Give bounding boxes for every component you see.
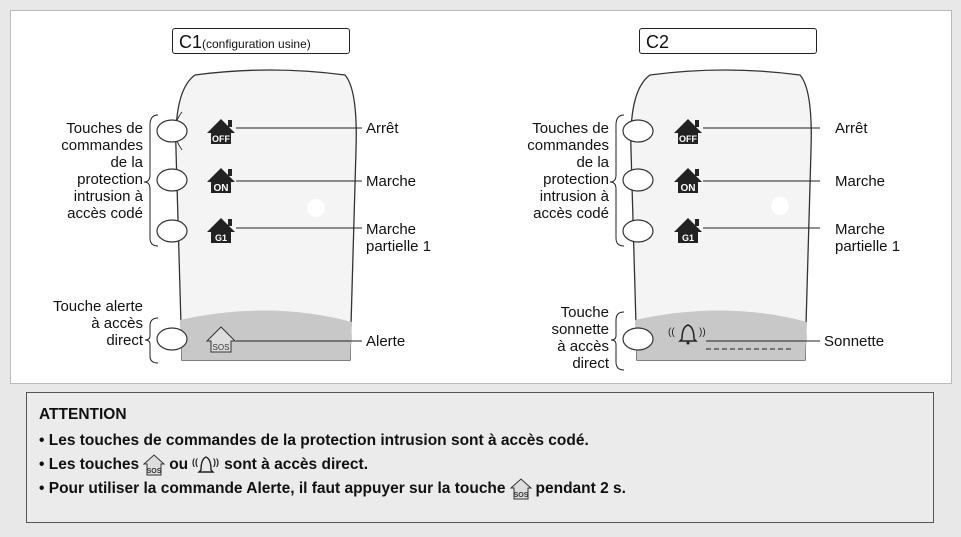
svg-text:G1: G1 xyxy=(682,233,694,243)
bell-icon: (()) xyxy=(192,456,219,473)
remote-c1: OFF ON G1 SOS xyxy=(143,69,362,364)
svg-text:)): )) xyxy=(213,457,219,467)
attention-box: ATTENTION • Les touches de commandes de … xyxy=(26,392,934,523)
off-house-icon: OFF xyxy=(207,119,235,144)
config-title: C2 xyxy=(646,32,670,52)
svg-text:ON: ON xyxy=(681,183,696,194)
button-off[interactable] xyxy=(156,119,188,143)
attention-line-3: • Pour utiliser la commande Alerte, il f… xyxy=(39,478,626,500)
on-house-icon: ON xyxy=(207,168,235,194)
button-sos[interactable] xyxy=(156,327,188,351)
attention-title: ATTENTION xyxy=(39,406,127,423)
label-alert: Alerte xyxy=(366,333,406,350)
label-off: Arrêt xyxy=(835,120,868,137)
config-c1-box: C1(configuration usine) xyxy=(172,28,350,54)
led-indicator xyxy=(771,197,789,215)
config-title: C1 xyxy=(179,32,203,52)
svg-text:((: (( xyxy=(668,327,675,338)
sos-house-icon: SOS xyxy=(205,326,237,353)
attention-line-2: • Les touches SOS ou (()) sont à accès d… xyxy=(39,454,368,476)
svg-text:SOS: SOS xyxy=(147,468,162,475)
svg-text:)): )) xyxy=(699,327,706,338)
bell-icon: (( )) xyxy=(668,324,706,345)
partial-house-icon: G1 xyxy=(207,218,235,243)
button-on[interactable] xyxy=(622,168,654,192)
svg-text:OFF: OFF xyxy=(212,134,230,144)
label-on: Marche xyxy=(835,173,886,190)
label-on: Marche xyxy=(366,173,417,190)
label-bell: Sonnette xyxy=(824,333,885,350)
svg-text:((: (( xyxy=(192,457,198,467)
partial-house-icon: G1 xyxy=(674,218,702,243)
config-c2-box: C2 xyxy=(639,28,817,54)
remote-c2: OFF ON G1 (( )) xyxy=(609,69,820,371)
svg-text:OFF: OFF xyxy=(679,134,697,144)
button-on[interactable] xyxy=(156,168,188,192)
sos-house-icon: SOS xyxy=(509,478,532,500)
led-indicator xyxy=(307,199,325,217)
button-off[interactable] xyxy=(622,119,654,143)
svg-text:SOS: SOS xyxy=(513,492,528,499)
button-partial[interactable] xyxy=(622,219,654,243)
on-house-icon: ON xyxy=(674,168,702,194)
label-off: Arrêt xyxy=(366,120,399,137)
svg-text:G1: G1 xyxy=(215,233,227,243)
svg-text:SOS: SOS xyxy=(213,343,230,352)
off-house-icon: OFF xyxy=(674,119,702,144)
config-subtitle: (configuration usine) xyxy=(202,37,311,51)
attention-line-1: • Les touches de commandes de la protect… xyxy=(39,432,589,449)
button-partial[interactable] xyxy=(156,219,188,243)
button-bell[interactable] xyxy=(622,327,654,351)
remote-diagram: OFF ON G1 SOS OFF ON G1 (( )) xyxy=(143,69,820,371)
svg-text:ON: ON xyxy=(214,183,229,194)
sos-house-icon: SOS xyxy=(142,454,166,476)
